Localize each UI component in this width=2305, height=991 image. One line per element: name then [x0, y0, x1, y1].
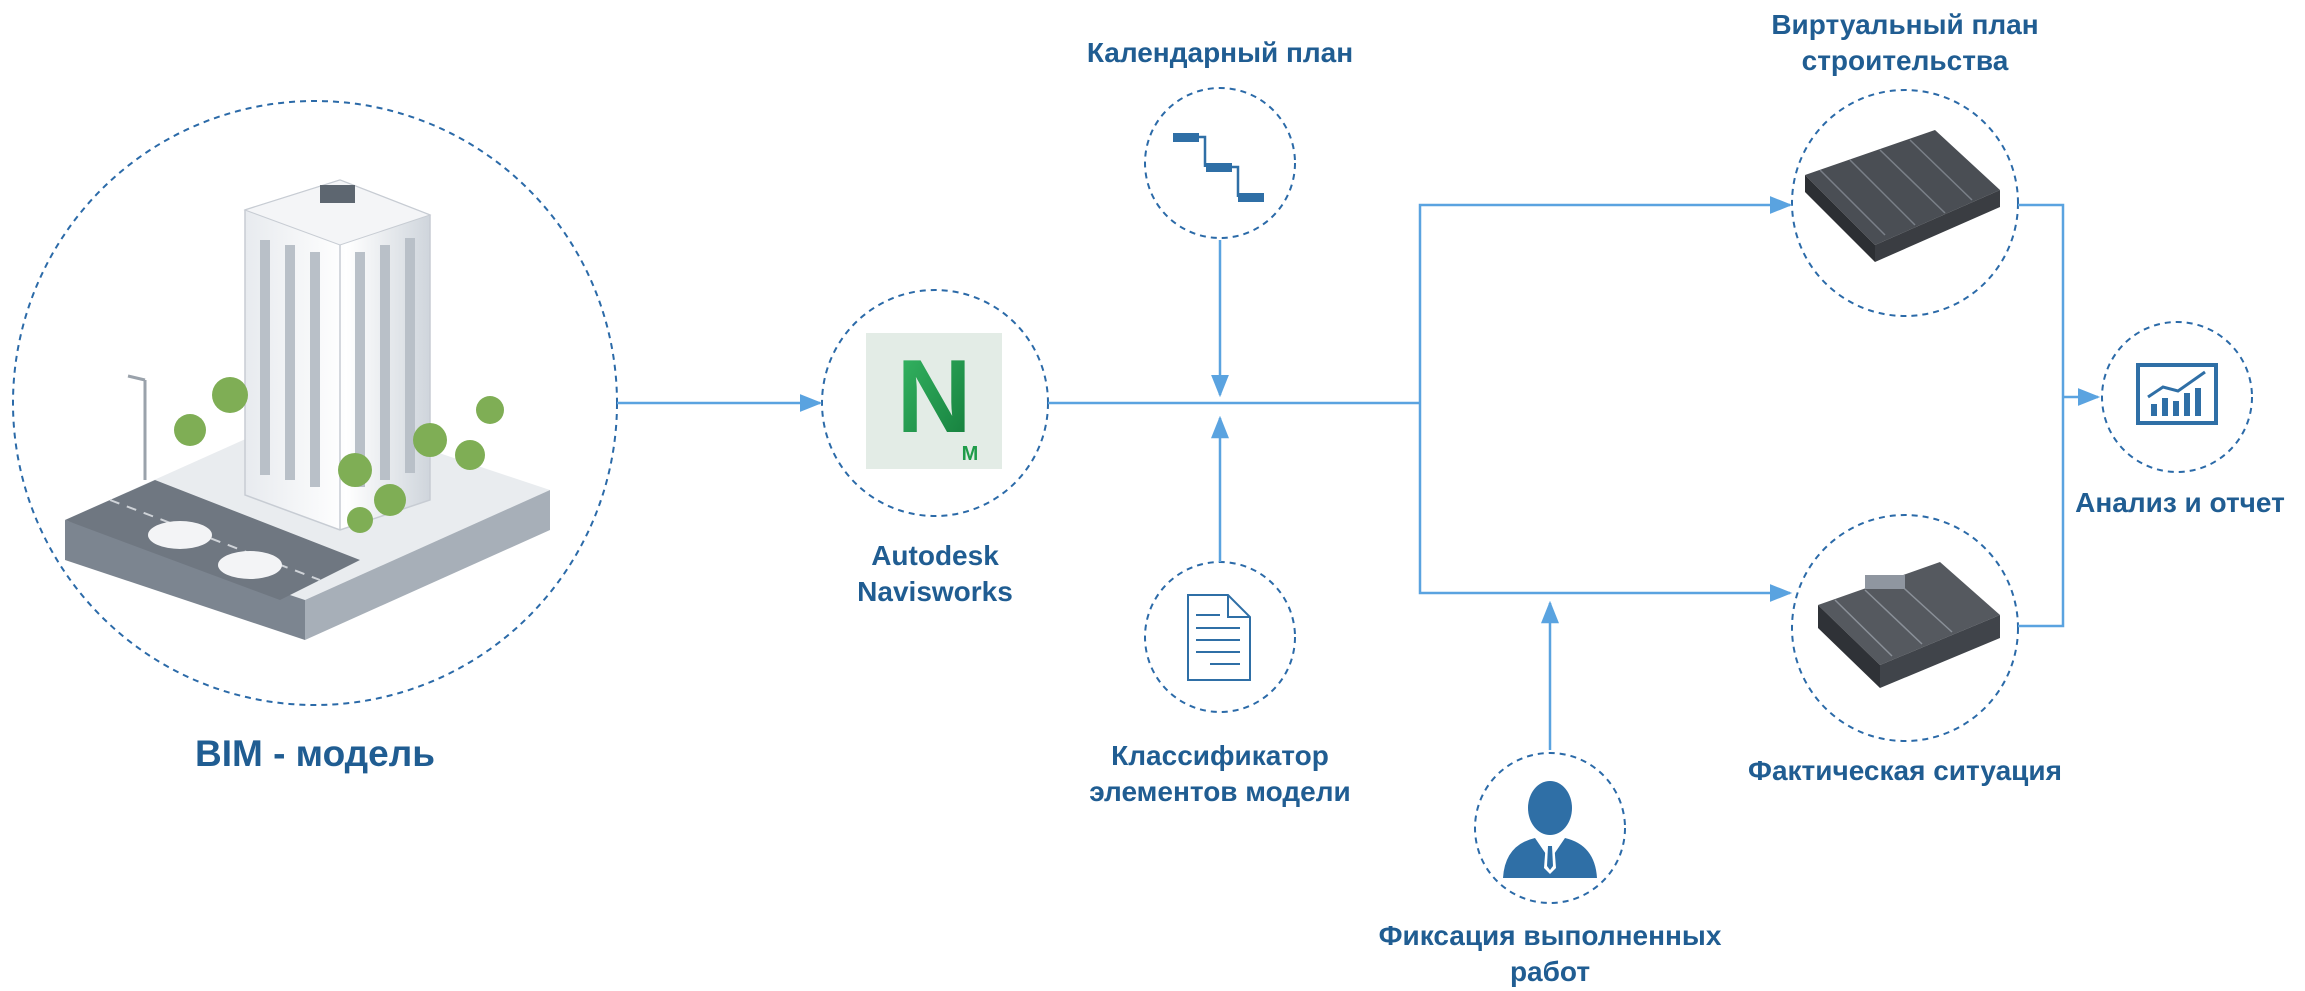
- calendar-plan-label: Календарный план: [1086, 37, 1354, 68]
- calendar-circle: [1144, 87, 1296, 239]
- document-icon: [1187, 594, 1251, 681]
- actual-construction-icon: [1818, 562, 2000, 688]
- analysis-report-label: Анализ и отчет: [2075, 487, 2285, 518]
- actual-situation-label: Фактическая ситуация: [1748, 755, 2062, 786]
- navisworks-logo-letter: N: [896, 339, 971, 455]
- virtual-to-merge: [2018, 203, 2065, 628]
- navisworks-label: Autodesk Navisworks: [857, 540, 1013, 608]
- classifier-label: Классификатор элементов модели: [1089, 740, 1351, 808]
- actual-circle: [1791, 514, 2019, 742]
- analysis-circle: [2101, 321, 2253, 473]
- branch-bottom-arrow: [1418, 403, 1793, 602]
- virtual-construction-icon: [1805, 130, 2000, 262]
- analytics-chart-icon: [2136, 363, 2218, 425]
- navisworks-logo-subletter: M: [962, 443, 979, 465]
- navisworks-logo-icon: N M: [866, 333, 1002, 469]
- work-fixation-label: Фиксация выполненных работ: [1378, 920, 1722, 988]
- classifier-circle: [1144, 561, 1296, 713]
- branch-top-arrow: [1418, 196, 1793, 403]
- worker-circle: [1474, 752, 1626, 904]
- virtual-plan-label: Виртуальный план строительства: [1771, 9, 2039, 77]
- bim-model-label: BIM - модель: [194, 733, 435, 774]
- building-model-icon: [65, 179, 550, 640]
- gantt-chart-icon: [1173, 133, 1264, 202]
- worker-avatar-icon: [1503, 781, 1597, 878]
